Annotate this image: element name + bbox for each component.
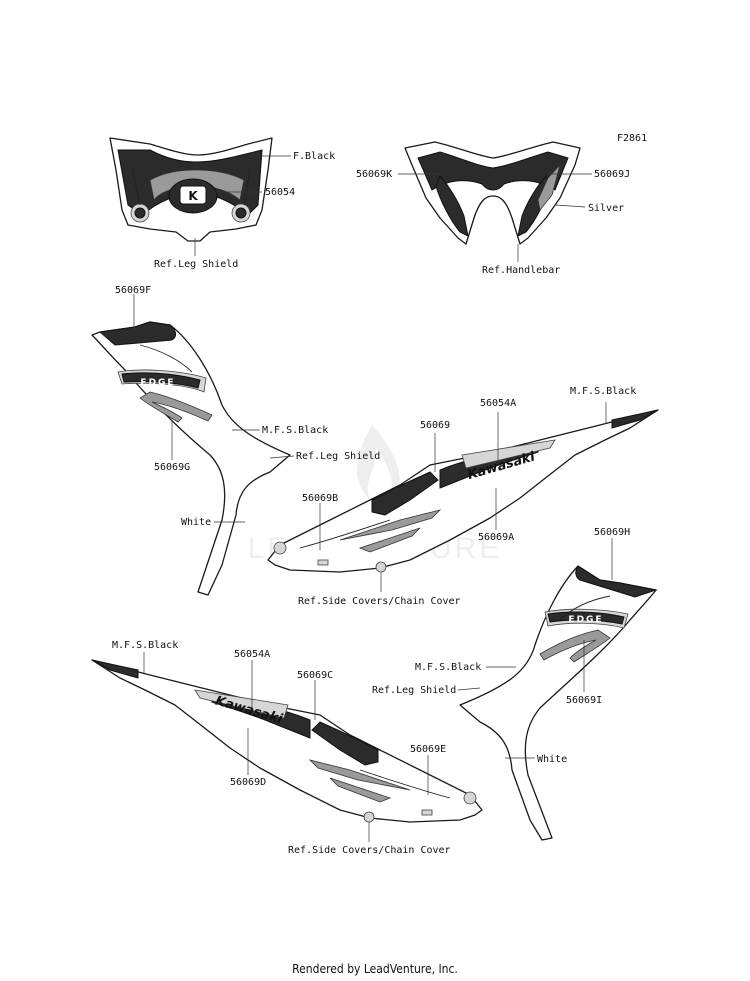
label-head-ref-handlebar: Ref.Handlebar xyxy=(482,265,560,276)
emblem-icon xyxy=(179,185,207,205)
label-lshroud-ref-leg-shield: Ref.Leg Shield xyxy=(296,451,380,462)
label-lshroud-56069f: 56069F xyxy=(115,285,151,296)
label-rcover-ref-side: Ref.Side Covers/Chain Cover xyxy=(298,596,461,607)
label-lcover-56069c: 56069C xyxy=(297,670,333,681)
left-shroud-edge-logo: EDGE xyxy=(140,378,175,388)
label-front-ref-leg-shield: Ref.Leg Shield xyxy=(154,259,238,270)
label-lshroud-mfs-black: M.F.S.Black xyxy=(262,425,328,436)
label-lshroud-56069g: 56069G xyxy=(154,462,190,473)
figure-code: F2861 xyxy=(617,133,647,144)
left-side-cover-part: Kawasaki xyxy=(91,659,483,823)
label-rcover-56069a: 56069A xyxy=(478,532,514,543)
leader-lshroud-ref xyxy=(269,455,295,459)
label-front-56054: 56054 xyxy=(265,187,295,198)
label-lcover-56054a: 56054A xyxy=(234,649,270,660)
label-head-silver: Silver xyxy=(588,203,624,214)
label-lcover-56069e: 56069E xyxy=(410,744,446,755)
label-head-56069k: 56069K xyxy=(356,169,392,180)
label-lcover-mfs-black: M.F.S.Black xyxy=(112,640,178,651)
leader-head-silver xyxy=(555,204,586,208)
label-rcover-56069: 56069 xyxy=(420,420,450,431)
label-lshroud-white: White xyxy=(181,517,211,528)
label-rcover-56069b: 56069B xyxy=(302,493,338,504)
right-side-cover-part: Kawasaki xyxy=(267,409,659,573)
label-head-56069j: 56069J xyxy=(594,169,630,180)
leader-rshroud-ref xyxy=(457,687,481,691)
right-shroud-edge-logo: EDGE xyxy=(568,615,603,625)
left-shroud-part: EDGE xyxy=(91,321,291,596)
right-shroud-part: EDGE xyxy=(459,565,658,841)
label-front-fblack: F.Black xyxy=(293,151,335,162)
watermark-flame-icon xyxy=(357,425,400,508)
label-rcover-56054a: 56054A xyxy=(480,398,516,409)
label-lcover-ref-side: Ref.Side Covers/Chain Cover xyxy=(288,845,451,856)
footer-credit: Rendered by LeadVenture, Inc. xyxy=(292,962,458,976)
label-lcover-56069d: 56069D xyxy=(230,777,266,788)
label-rcover-mfs-black: M.F.S.Black xyxy=(570,386,636,397)
label-rshroud-mfs-black: M.F.S.Black xyxy=(415,662,481,673)
front-emblem-letter: K xyxy=(188,189,198,203)
label-rshroud-ref-leg-shield: Ref.Leg Shield xyxy=(372,685,456,696)
label-rshroud-white: White xyxy=(537,754,567,765)
label-rshroud-56069h: 56069H xyxy=(594,527,630,538)
headlight-cowl-part xyxy=(404,141,581,245)
front-leg-shield-part: K xyxy=(109,137,273,242)
label-rshroud-56069i: 56069I xyxy=(566,695,602,706)
